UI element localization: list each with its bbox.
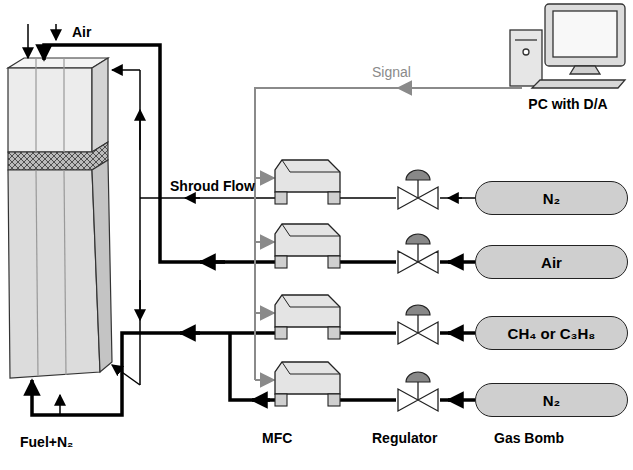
- regulator-stem: [417, 180, 418, 198]
- pipe: [440, 260, 475, 264]
- burner-apparatus: [8, 58, 112, 378]
- mfc-port: [275, 327, 287, 339]
- air-label: Air: [72, 24, 91, 40]
- air-line: [44, 45, 275, 262]
- mfc-symbol: [275, 362, 340, 394]
- regulator-dome: [406, 170, 430, 180]
- signal-label: Signal: [372, 64, 411, 80]
- regulator-dome: [406, 372, 430, 382]
- column-label: MFC: [262, 430, 292, 446]
- flow-arrow: [448, 260, 462, 264]
- mfc-edge: [290, 307, 340, 308]
- flow-arrow: [448, 398, 462, 402]
- mfc-edge: [282, 295, 290, 307]
- mfc-edge: [290, 374, 340, 375]
- regulator-stem: [417, 382, 418, 400]
- mfc-edge: [282, 362, 290, 374]
- regulator-dome: [406, 305, 430, 315]
- pipe: [340, 331, 396, 335]
- mfc-port: [328, 394, 340, 406]
- mfc-edge: [290, 236, 340, 237]
- gas-bomb: Air: [475, 245, 628, 279]
- flow-label: Fuel+N₂: [20, 434, 73, 450]
- regulator-dome: [406, 234, 430, 244]
- mfc-edge: [282, 160, 290, 172]
- node-text: N₂: [543, 190, 561, 207]
- mfc-symbol: [275, 295, 340, 327]
- mfc-edge: [282, 224, 290, 236]
- node-text: CH₄ or C₃H₈: [508, 325, 596, 342]
- fuel-inlet: [59, 395, 61, 415]
- mfc-port: [275, 394, 287, 406]
- mfc-port: [328, 327, 340, 339]
- flow-arrow: [448, 331, 462, 335]
- regulator-stem: [417, 244, 418, 262]
- column-label: Regulator: [372, 430, 437, 446]
- gas-bomb: CH₄ or C₃H₈: [475, 316, 628, 350]
- flow-label: Shroud Flow: [170, 178, 255, 194]
- mfc-edge: [290, 172, 340, 173]
- mfc-symbol: [275, 224, 340, 256]
- pipe: [440, 197, 475, 199]
- pc-icon: [510, 4, 625, 88]
- node-text: N₂: [543, 392, 561, 409]
- fuel-line: [32, 333, 275, 415]
- regulator-stem: [417, 315, 418, 333]
- pipe: [340, 260, 396, 264]
- pipe: [440, 398, 475, 402]
- mfc-symbol: [275, 160, 340, 192]
- gas-rows: [275, 160, 475, 411]
- flow-arrow: [448, 197, 462, 199]
- mfc-port: [328, 256, 340, 268]
- pipe: [340, 398, 396, 402]
- mfc-port: [328, 192, 340, 204]
- node-text: PC with D/A: [528, 96, 607, 112]
- node-text: Air: [541, 254, 562, 271]
- mfc-port: [275, 192, 287, 204]
- pipe: [440, 331, 475, 335]
- pipe: [340, 197, 396, 199]
- column-label: Gas Bomb: [494, 430, 564, 446]
- gas-bomb: N₂: [475, 383, 628, 417]
- shroud-line: [28, 24, 275, 385]
- gas-bomb: N₂: [475, 181, 628, 215]
- mfc-port: [275, 256, 287, 268]
- pc-node: PC with D/A: [505, 0, 631, 112]
